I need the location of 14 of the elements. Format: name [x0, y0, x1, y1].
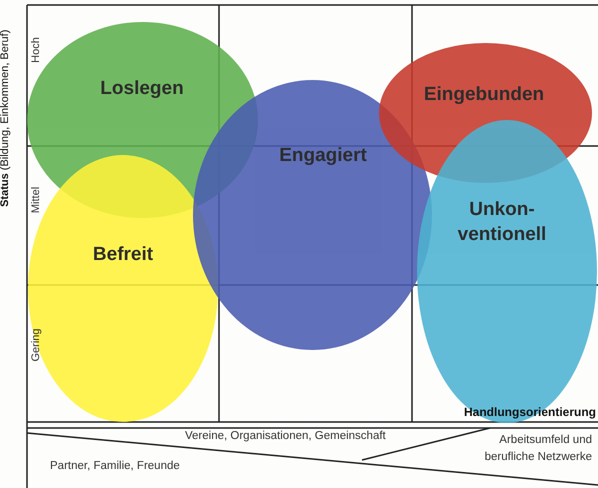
group-label: Engagiert — [278, 144, 368, 168]
axis-level-label: Gering — [29, 327, 43, 364]
axis-level-label: Hoch — [29, 36, 43, 65]
group-ellipse — [28, 155, 218, 422]
axis-level-label: Mittel — [29, 186, 43, 216]
axis-title: Status (Bildung, Einkommen, Beruf) — [0, 28, 12, 209]
segment-label: Vereine, Organisationen, Gemeinschaft — [185, 429, 386, 444]
group-label: Unkon- ventionell — [456, 198, 548, 247]
group-label: Befreit — [92, 243, 154, 267]
segment-label: Partner, Familie, Freunde — [50, 459, 180, 474]
group-label: Loslegen — [99, 77, 185, 101]
axis-title: Handlungsorientierung — [464, 404, 596, 421]
group-label: Eingebunden — [422, 83, 546, 107]
segment-label: Arbeitsumfeld und berufliche Netzwerke — [484, 433, 592, 465]
